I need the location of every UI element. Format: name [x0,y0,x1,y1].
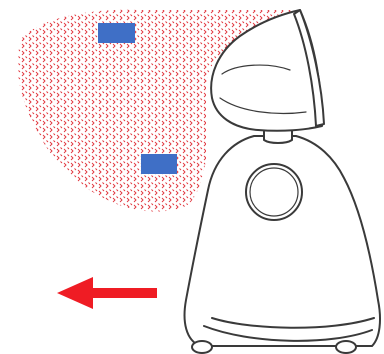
marker-lower [141,154,177,174]
robot-chest-circle [245,163,303,221]
robot-wheel-left [191,340,213,354]
detection-region [17,9,300,212]
direction-arrow [57,277,157,309]
robot-base-foot [203,325,373,342]
robot-base-line [211,317,375,329]
robot-side-view-icon [183,9,381,354]
robot-body [183,135,381,347]
marker-upper [98,23,135,43]
robot-face-screen [293,9,325,127]
robot-head-contour-lower [219,97,307,115]
robot-head-contour [221,64,291,75]
robot-chest-circle-inner [249,167,299,217]
robot-wheel-right [335,340,357,354]
